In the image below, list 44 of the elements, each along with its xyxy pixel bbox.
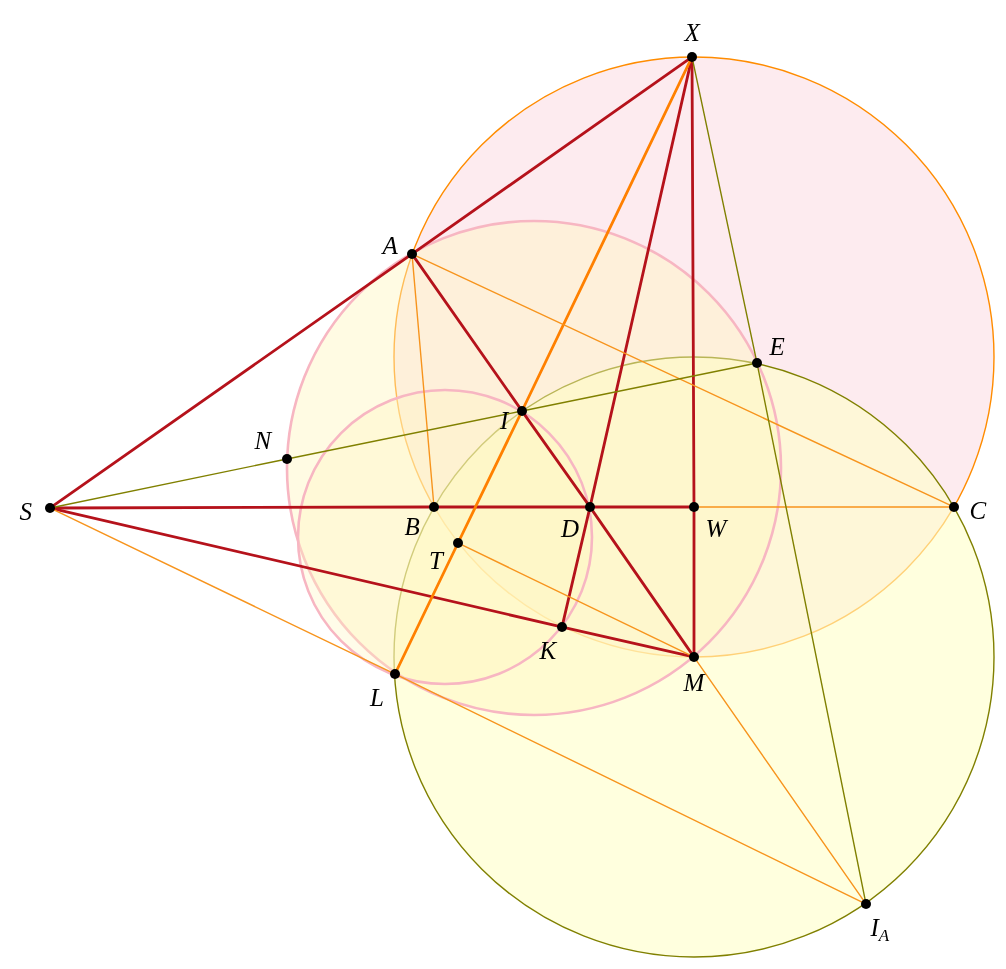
line-segment (526, 363, 753, 411)
line-segment (692, 510, 696, 654)
line-segment (589, 60, 693, 504)
line-segment (690, 60, 696, 504)
point-label: T (429, 548, 443, 574)
point-label: A (382, 233, 398, 259)
line-segment (757, 367, 866, 900)
point-label: X (684, 20, 700, 46)
point-label: D (561, 516, 580, 542)
point-label: L (370, 685, 384, 711)
line-segment (696, 660, 864, 901)
point-label: S (19, 499, 32, 525)
point-label: K (539, 638, 557, 664)
point-label: E (769, 334, 785, 360)
line-segment (52, 255, 410, 507)
line-segment (591, 509, 693, 655)
line-segment (698, 506, 950, 508)
line-segment (458, 414, 522, 540)
line-segment (54, 459, 283, 508)
line-segment (291, 411, 518, 459)
point-label: C (969, 498, 987, 524)
line-segment (523, 413, 589, 505)
line-segment (461, 544, 691, 656)
line-segment (395, 546, 458, 671)
line-segment (593, 505, 691, 509)
line-segment (53, 505, 431, 510)
line-segment (565, 626, 691, 658)
line-segment (413, 256, 521, 409)
line-segment (414, 58, 690, 253)
line-segment (415, 255, 951, 506)
line-segment (53, 507, 559, 628)
line-segment (398, 675, 863, 903)
point-label: I (500, 408, 509, 434)
point-label: N (254, 428, 272, 454)
line-segment (437, 505, 587, 509)
point-label: B (404, 514, 420, 540)
line-segment (53, 509, 392, 673)
point-label: M (683, 670, 705, 696)
point-label: W (705, 516, 727, 542)
line-segment (561, 510, 591, 624)
line-segment (411, 258, 435, 503)
point-label: I$_{A}$ (870, 915, 890, 947)
line-segment (692, 61, 757, 359)
line-segment (522, 60, 692, 408)
